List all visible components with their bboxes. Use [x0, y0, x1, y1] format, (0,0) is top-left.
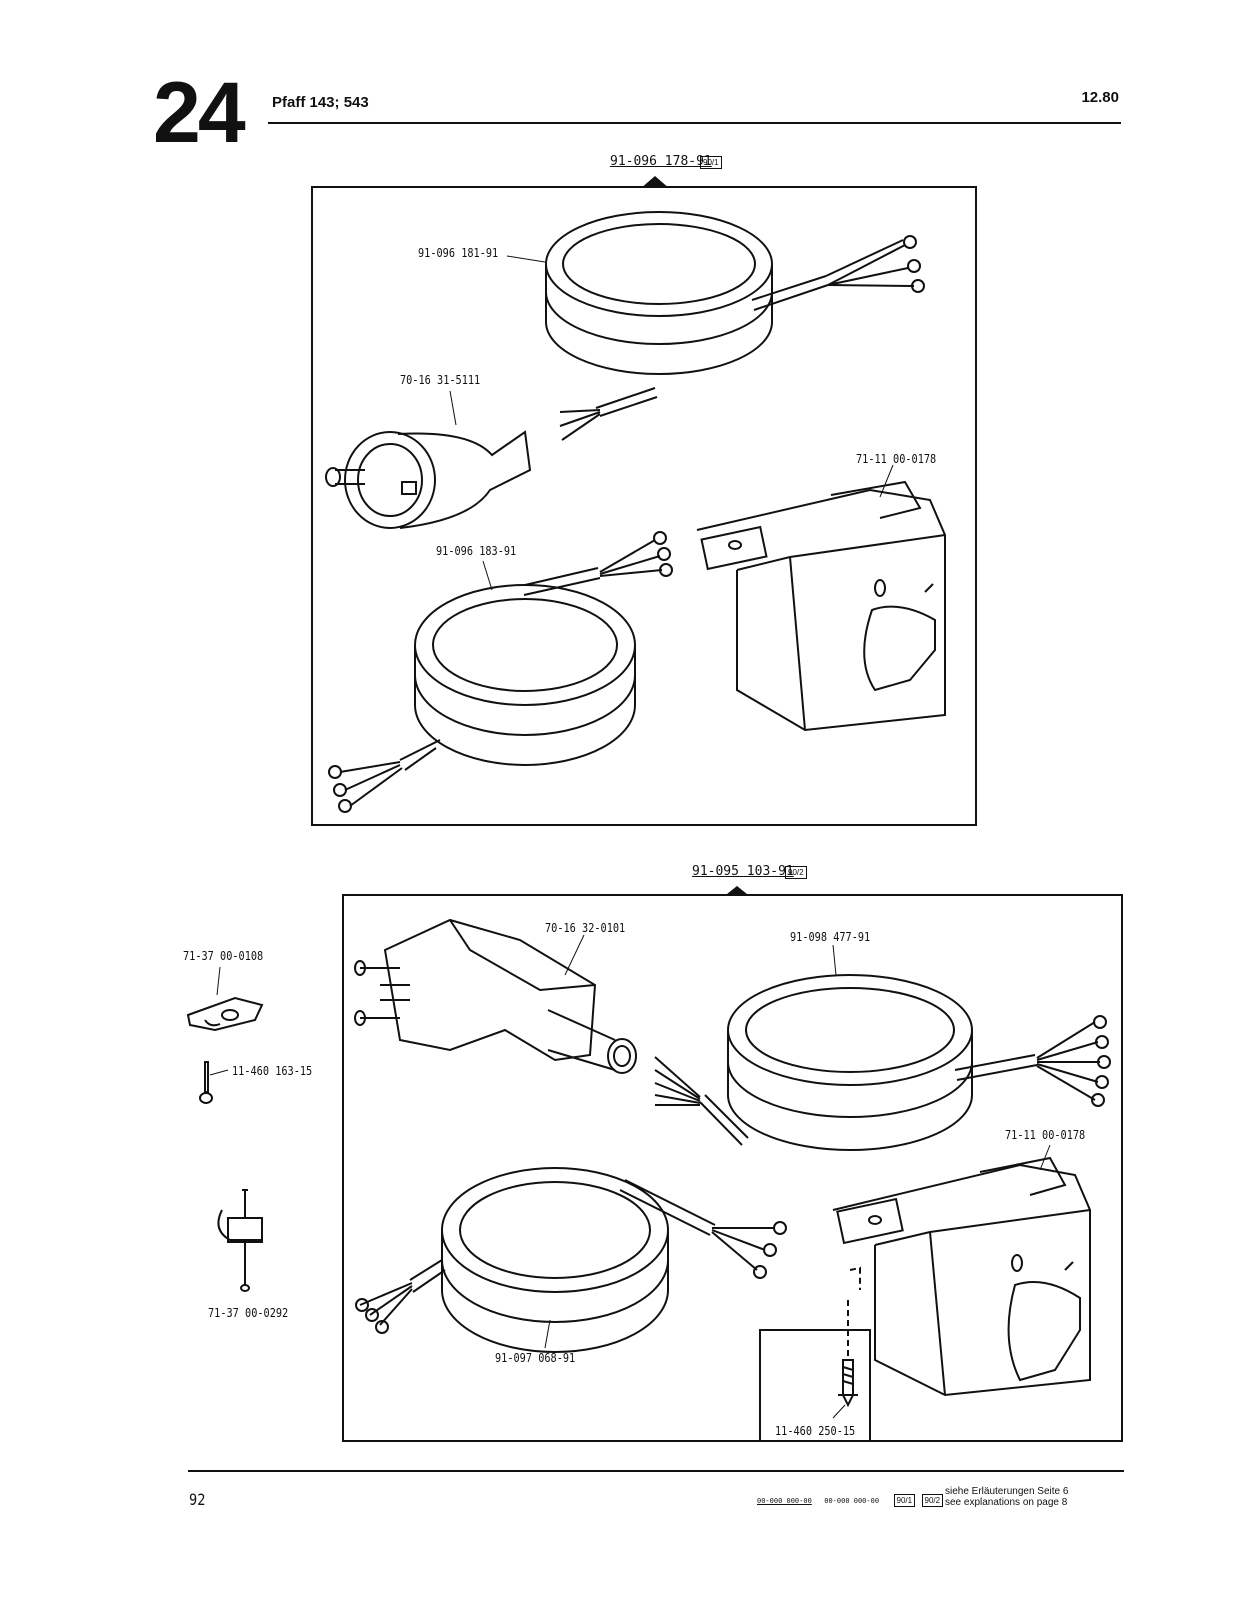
- footer-note: siehe Erläuterungen Seite 6 see explanat…: [945, 1486, 1068, 1508]
- label-bottom-cable-long: 91-098 477-91: [790, 929, 871, 944]
- label-top-cable-long: 91-096 181-91: [418, 245, 499, 260]
- legend-box-2: 90/2: [921, 1494, 944, 1507]
- label-loose-cable-holder: 71-37 00-0292: [208, 1305, 289, 1320]
- label-top-cable-short: 91-096 183-91: [436, 543, 517, 558]
- top-assembly-heading: 91-096 178-91: [610, 152, 712, 170]
- footer-note-de: siehe Erläuterungen Seite 6: [945, 1486, 1069, 1497]
- clip-drawing: [186, 996, 264, 1032]
- top-assembly-number: 91-096 178-91: [610, 154, 712, 169]
- coiled-cable-short-bottom: [355, 1167, 787, 1353]
- footer-note-en: see explanations on page 8: [945, 1497, 1068, 1508]
- label-bottom-switch: 71-11 00-0178: [1005, 1127, 1086, 1142]
- legend-code-1: 00-000 000-00: [757, 1497, 812, 1505]
- label-top-switch: 71-11 00-0178: [856, 451, 937, 466]
- switch-bottom: [832, 1156, 1091, 1397]
- coiled-cable-long-top: [545, 211, 925, 441]
- small-screw-drawing: [199, 1061, 229, 1104]
- screw-bottom: [838, 1300, 858, 1408]
- date: 12.80: [1081, 89, 1119, 106]
- bottom-assembly-code: 90/2: [785, 866, 807, 879]
- bottom-group-frame: [342, 894, 1123, 1442]
- label-bottom-plug: 70-16 32-0101: [545, 920, 626, 935]
- cable-holder-drawing: [217, 1189, 263, 1292]
- coiled-cable-short-top: [328, 531, 673, 813]
- footer-rule: [188, 1470, 1124, 1472]
- footer-page-number: 92: [189, 1490, 206, 1509]
- legend-box-1: 90/1: [893, 1494, 916, 1507]
- schuko-plug-bottom: [354, 918, 637, 1074]
- bottom-assembly-heading: 91-095 103-91: [692, 862, 794, 880]
- footer-legend: 00-000 000-00 00-000 000-00 90/1 90/2: [757, 1490, 944, 1508]
- schuko-plug-top: [325, 430, 532, 529]
- coiled-cable-long-bottom: [654, 974, 1111, 1151]
- label-bottom-screw: 11-460 250-15: [775, 1423, 856, 1438]
- model-title: Pfaff 143; 543: [272, 94, 369, 111]
- label-loose-clip: 71-37 00-0108: [183, 948, 264, 963]
- label-bottom-cable-short: 91-097 068-91: [495, 1350, 576, 1365]
- bottom-assembly-number: 91-095 103-91: [692, 864, 794, 879]
- top-assembly-code: 90/1: [700, 156, 722, 169]
- header-rule: [268, 122, 1121, 124]
- label-loose-screw: 11-460 163-15: [232, 1063, 313, 1078]
- switch-top: [696, 480, 946, 732]
- top-group-frame: [311, 186, 977, 826]
- page-number: 24: [153, 65, 246, 161]
- legend-code-2: 00-000 000-00: [824, 1497, 880, 1505]
- label-top-plug: 70-16 31-5111: [400, 372, 481, 387]
- screw-inset-box: [759, 1329, 871, 1440]
